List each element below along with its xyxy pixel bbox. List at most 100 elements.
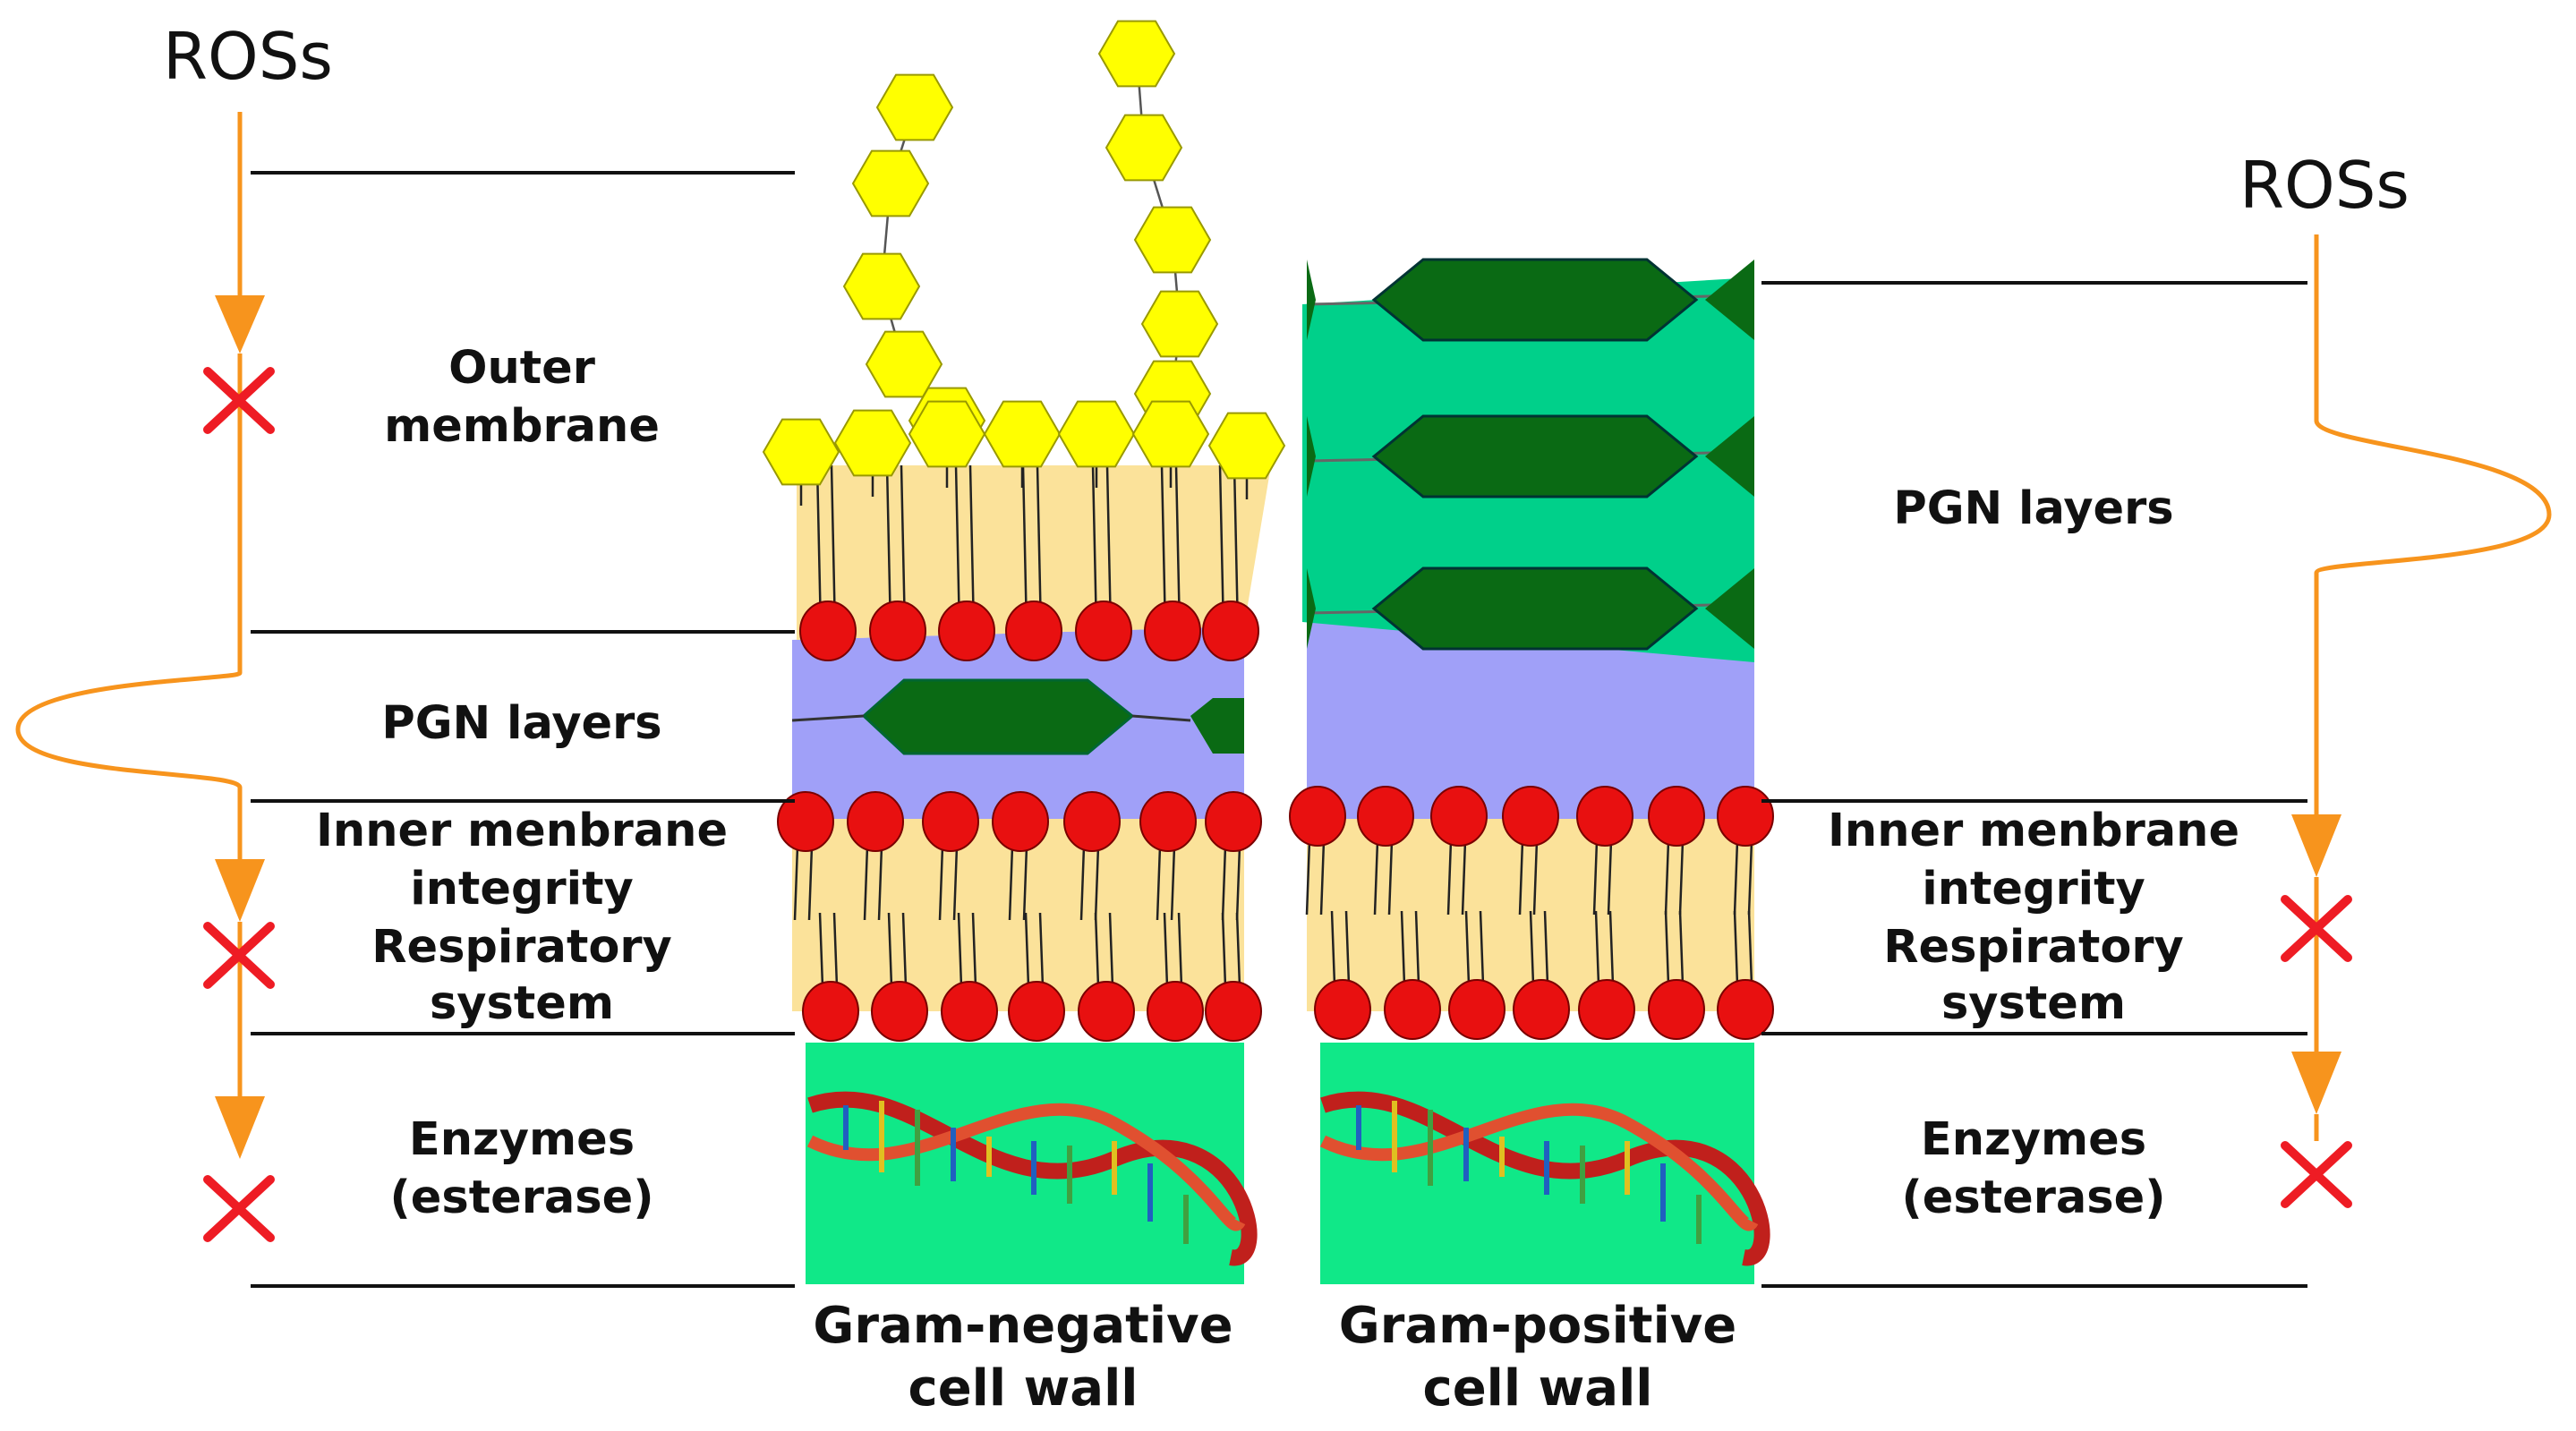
- red-x-icon: [2281, 1141, 2352, 1208]
- dna-helix-icon: [1319, 1091, 1770, 1266]
- inner-membrane-label: integrity: [410, 863, 634, 916]
- phospholipid-icon: [1578, 979, 1635, 1040]
- phospholipid-icon: [1502, 786, 1559, 847]
- gram-positive-cell-wall: [1289, 258, 1774, 1284]
- orange-arrow-icon: [215, 295, 265, 353]
- hexagon-icon: [983, 400, 1062, 468]
- hexagon-icon: [842, 252, 921, 320]
- phospholipid-icon: [1717, 979, 1774, 1040]
- phospholipid-icon: [1648, 979, 1705, 1040]
- orange-arrow-icon: [2291, 814, 2341, 877]
- phospholipid-icon: [941, 981, 998, 1042]
- left-layer-labels: Outer membrane PGN layers Inner menbrane…: [316, 342, 728, 1224]
- pgn-layers-label: PGN layers: [381, 697, 661, 750]
- gram-negative-caption: Gram-negative: [813, 1297, 1233, 1355]
- orange-arrow-icon: [15, 353, 243, 873]
- phospholipid-icon: [1202, 601, 1259, 661]
- lps-chains: [762, 20, 1286, 506]
- hexagon-icon: [875, 73, 954, 141]
- hexagon-icon: [1207, 412, 1286, 480]
- pgn-hexagon: [791, 678, 1244, 755]
- enzymes-label: Enzymes: [1921, 1113, 2146, 1166]
- inner-membrane-label: integrity: [1922, 863, 2145, 916]
- hexagon-icon: [1133, 206, 1212, 274]
- phospholipid-icon: [799, 601, 857, 661]
- phospholipid-icon: [1205, 981, 1262, 1042]
- phospholipid-icon: [1144, 601, 1201, 661]
- hexagon-icon: [1057, 400, 1136, 468]
- phospholipid-icon: [1008, 981, 1065, 1042]
- hexagon-icon: [865, 330, 943, 398]
- hexagon-icon: [908, 400, 986, 468]
- phospholipid-icon: [1717, 786, 1774, 847]
- gram-negative-cell-wall: [762, 20, 1286, 1284]
- inner-membrane-label: Respiratory: [1883, 921, 2184, 974]
- phospholipid-icon: [1448, 979, 1506, 1040]
- hexagon-icon: [1131, 400, 1210, 468]
- pgn-hexagons: [1306, 258, 1755, 651]
- enzymes-label: Enzymes: [409, 1113, 635, 1166]
- phospholipid-icon: [802, 981, 859, 1042]
- right-ros-pathway: [2281, 234, 2552, 1208]
- layer-divider-lines: [251, 171, 2307, 1288]
- gram-positive-caption: Gram-positive: [1339, 1297, 1737, 1355]
- gram-negative-caption: cell wall: [908, 1359, 1139, 1418]
- hexagon-icon: [1371, 566, 1699, 651]
- phospholipid-icon: [938, 601, 995, 661]
- inner-membrane-label: Inner menbrane: [1828, 805, 2239, 857]
- right-layer-labels: PGN layers Inner menbrane integrity Resp…: [1828, 482, 2239, 1224]
- phospholipid-icon: [1513, 979, 1570, 1040]
- right-ros-label: ROSs: [2239, 148, 2410, 223]
- phospholipid-icon: [1384, 979, 1441, 1040]
- inner-membrane-lipids: [1289, 786, 1774, 1040]
- hexagon-icon: [1307, 260, 1316, 340]
- left-ros-label: ROSs: [163, 19, 333, 94]
- left-ros-pathway: [15, 112, 275, 1242]
- phospholipid-icon: [777, 791, 834, 852]
- phospholipid-icon: [1205, 791, 1262, 852]
- phospholipid-icon: [1430, 786, 1488, 847]
- hexagon-icon: [1371, 258, 1699, 342]
- phospholipid-icon: [1075, 601, 1132, 661]
- orange-arrow-icon: [2291, 1052, 2341, 1114]
- pgn-layers-label: PGN layers: [1893, 482, 2173, 535]
- hexagon-icon: [1097, 20, 1176, 88]
- outer-membrane-lipids: [799, 464, 1259, 661]
- hexagon-icon: [1307, 416, 1316, 497]
- phospholipid-icon: [1078, 981, 1135, 1042]
- phospholipid-icon: [1289, 786, 1346, 847]
- phospholipid-icon: [992, 791, 1049, 852]
- inner-membrane-label: Respiratory: [371, 921, 672, 974]
- outer-membrane-label: membrane: [384, 400, 660, 453]
- enzymes-label: (esterase): [1901, 1171, 2165, 1224]
- phospholipid-icon: [1357, 786, 1414, 847]
- phospholipid-icon: [1139, 791, 1197, 852]
- hexagon-icon: [1705, 416, 1754, 497]
- hexagon-icon: [1140, 290, 1219, 358]
- outer-membrane: [797, 465, 1271, 640]
- enzymes-label: (esterase): [389, 1171, 653, 1224]
- phospholipid-icon: [1147, 981, 1204, 1042]
- red-x-icon: [2281, 895, 2352, 962]
- hexagon-icon: [851, 149, 930, 217]
- phospholipid-icon: [1576, 786, 1633, 847]
- red-x-icon: [203, 1175, 275, 1242]
- outer-membrane-label: Outer: [448, 342, 595, 395]
- phospholipid-icon: [1648, 786, 1705, 847]
- hexagon-icon: [1705, 260, 1754, 340]
- pgn-layer-blue: [1307, 622, 1754, 819]
- phospholipid-icon: [871, 981, 928, 1042]
- phospholipid-icon: [1005, 601, 1062, 661]
- orange-arrow-icon: [215, 859, 265, 922]
- phospholipid-icon: [869, 601, 926, 661]
- inner-membrane-label: system: [430, 977, 614, 1030]
- inner-membrane-lipids: [777, 791, 1262, 1042]
- phospholipid-icon: [847, 791, 904, 852]
- phospholipid-icon: [1314, 979, 1371, 1040]
- inner-membrane-label: system: [1941, 977, 2126, 1030]
- hexagon-icon: [1371, 414, 1699, 498]
- phospholipid-icon: [1063, 791, 1121, 852]
- orange-arrow-icon: [215, 1096, 265, 1159]
- hexagon-icon: [1705, 568, 1754, 649]
